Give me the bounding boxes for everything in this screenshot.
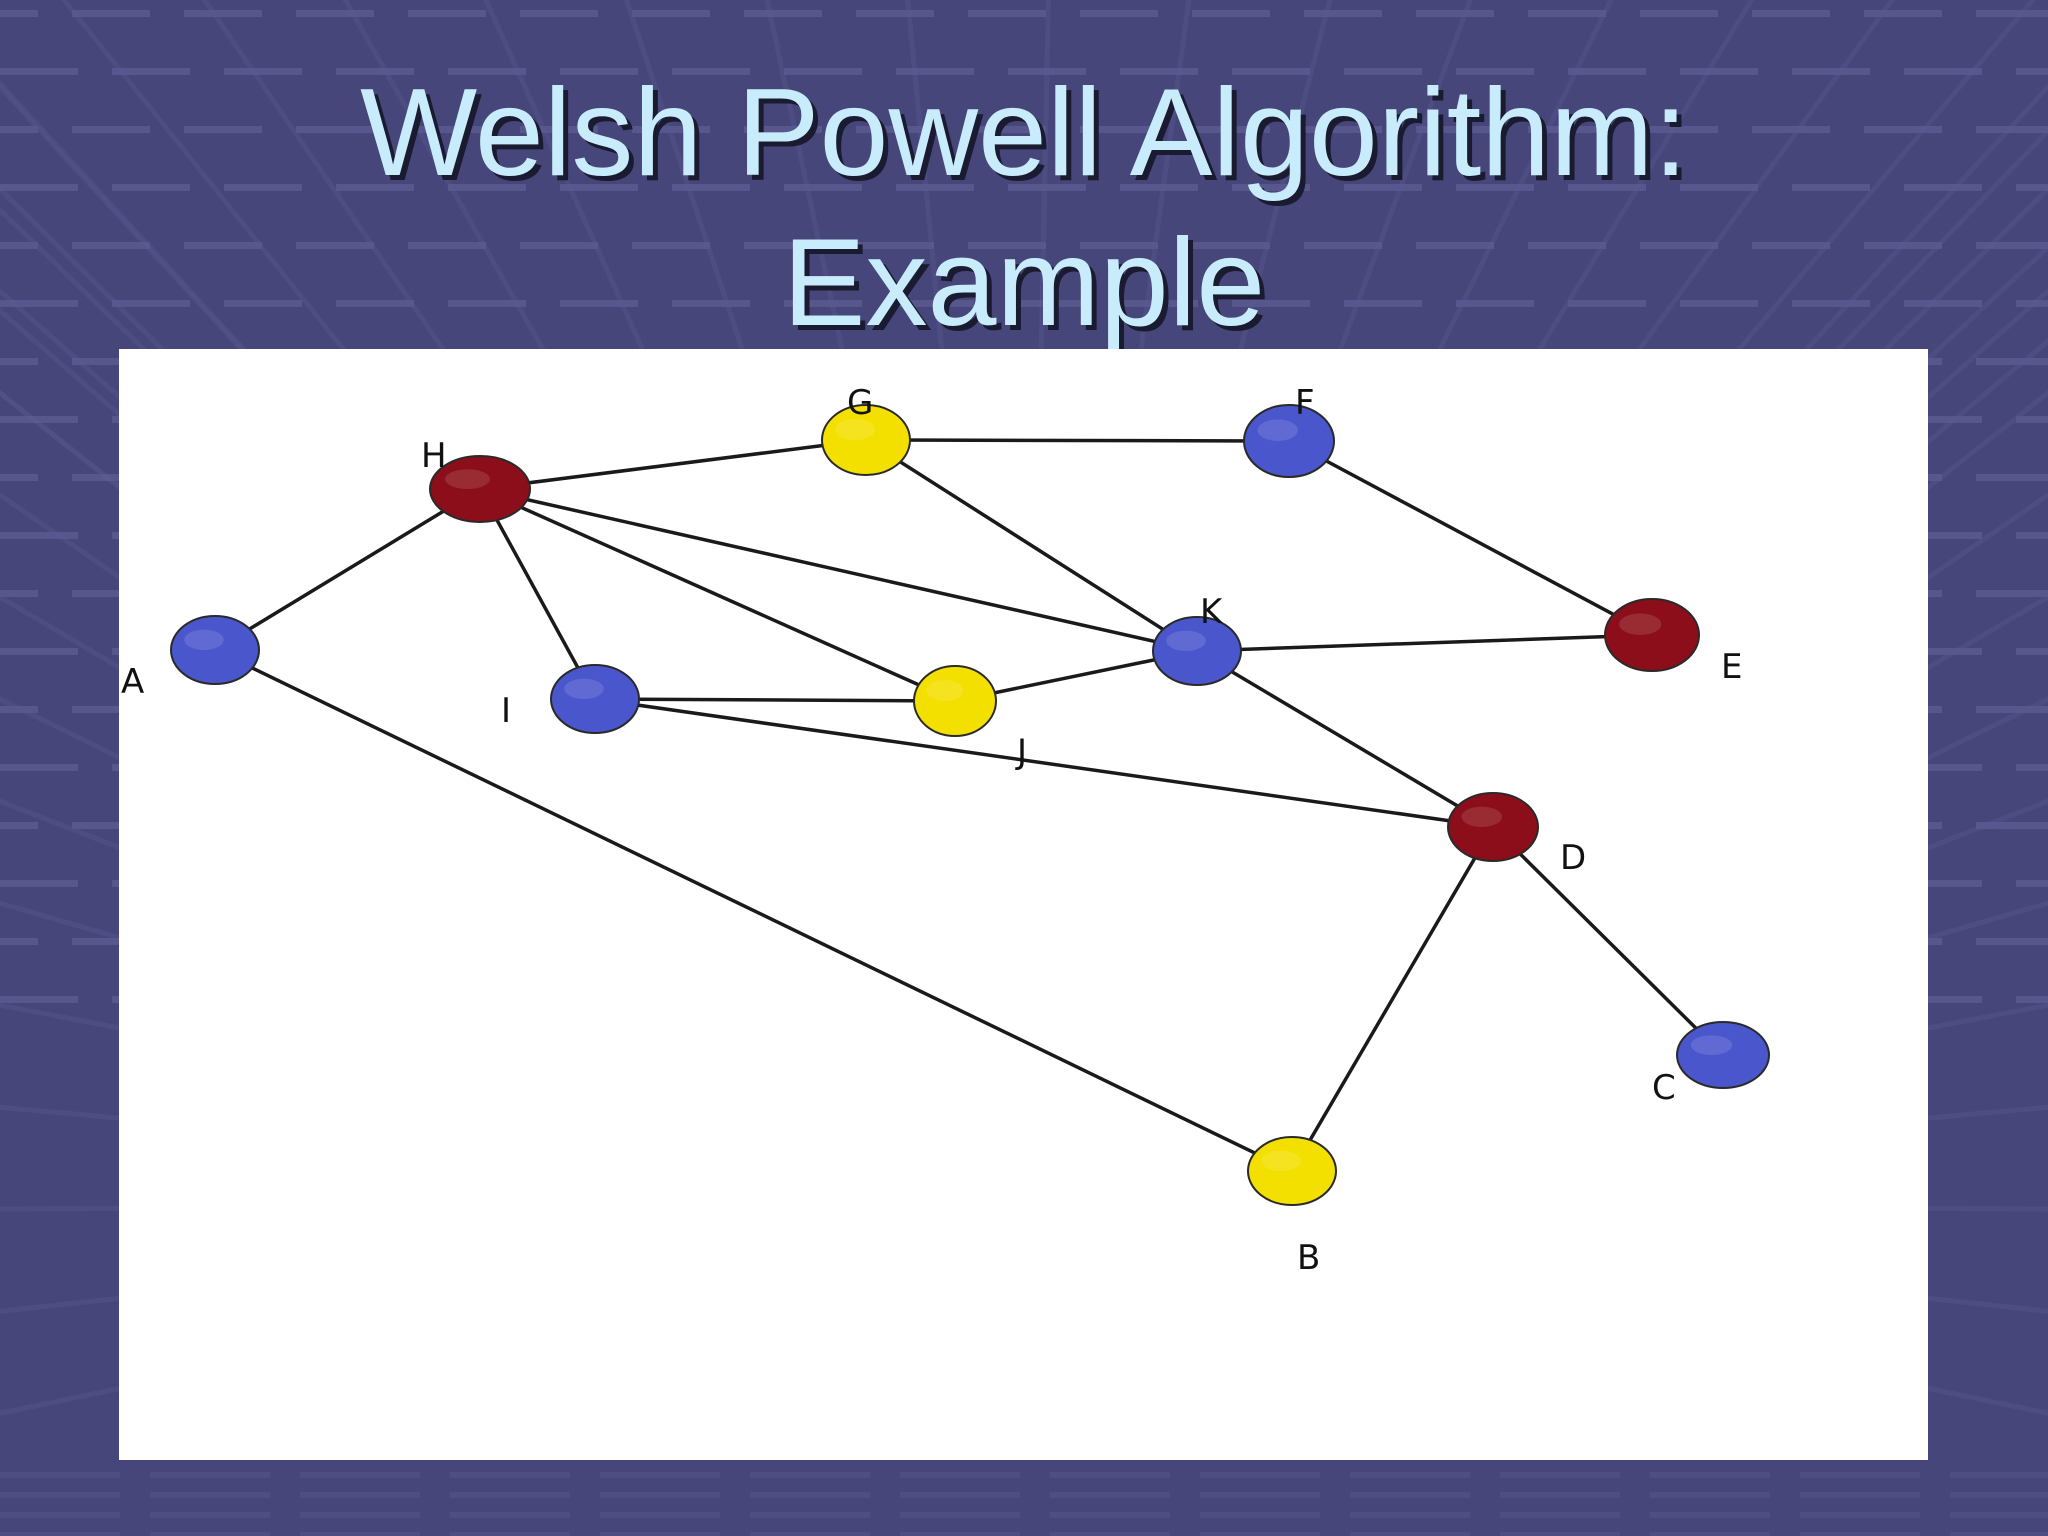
edge-b-d <box>1290 826 1495 1172</box>
slide-title: Welsh Powell Algorithm: Example <box>0 58 2048 358</box>
node-a-circle <box>170 615 260 685</box>
edge-h-g <box>479 438 867 491</box>
node-g: G <box>821 383 911 476</box>
node-g-circle <box>821 404 911 476</box>
edge-h-i <box>478 488 597 700</box>
node-d-label: D <box>1560 838 1586 878</box>
graph-diagram-panel: A B C D E F G H I J K <box>119 349 1928 1460</box>
node-i-circle <box>550 664 640 734</box>
node-j-label: J <box>1015 732 1027 772</box>
edge-d-c <box>1491 825 1725 1057</box>
edge-layer <box>214 438 1725 1173</box>
edge-h-j <box>479 487 956 703</box>
node-k-circle <box>1152 616 1242 686</box>
node-c-label: C <box>1652 1068 1676 1108</box>
node-i-highlight <box>564 678 604 699</box>
edge-g-k <box>865 438 1198 653</box>
node-a: A <box>121 615 260 702</box>
edge-h-k <box>479 487 1198 653</box>
node-c-highlight <box>1690 1035 1733 1055</box>
node-d-circle <box>1447 792 1539 862</box>
node-f-circle <box>1243 404 1335 478</box>
slide-title-line-2: Example <box>782 214 1266 352</box>
node-a-label: A <box>121 662 144 702</box>
edge-a-b <box>214 648 1293 1173</box>
node-h-label: H <box>421 436 447 476</box>
node-g-label: G <box>847 383 873 423</box>
edge-k-e <box>1196 633 1653 653</box>
edge-k-d <box>1196 649 1494 829</box>
node-b-highlight <box>1261 1150 1301 1171</box>
node-f: F <box>1243 383 1335 478</box>
node-j: J <box>913 665 1027 772</box>
node-k: K <box>1152 592 1242 686</box>
edge-f-e <box>1288 439 1653 637</box>
node-g-highlight <box>835 419 875 440</box>
edge-i-d <box>594 697 1494 829</box>
edge-g-f <box>865 438 1290 443</box>
node-i-label: I <box>501 691 511 731</box>
node-d-highlight <box>1461 806 1502 827</box>
node-f-label: F <box>1295 383 1315 423</box>
node-i: I <box>501 664 640 734</box>
node-j-highlight <box>926 680 964 701</box>
node-j-circle <box>913 665 997 737</box>
node-h: H <box>421 436 531 523</box>
node-e-label: E <box>1721 647 1742 687</box>
node-a-highlight <box>184 629 224 650</box>
node-k-label: K <box>1200 592 1224 632</box>
node-h-highlight <box>445 469 490 489</box>
node-d: D <box>1447 792 1586 878</box>
node-layer: A B C D E F G H I J K <box>121 383 1770 1278</box>
node-f-highlight <box>1257 419 1298 441</box>
node-c-circle <box>1676 1021 1770 1089</box>
node-b-label: B <box>1297 1238 1320 1278</box>
node-e: E <box>1604 598 1742 687</box>
slide-title-line-1: Welsh Powell Algorithm: <box>360 64 1688 202</box>
node-h-circle <box>429 455 531 523</box>
edge-h-a <box>214 487 481 652</box>
node-e-highlight <box>1619 613 1662 635</box>
node-e-circle <box>1604 598 1700 672</box>
node-b-circle <box>1247 1136 1337 1206</box>
graph-coloring-diagram: A B C D E F G H I J K <box>121 383 1770 1278</box>
edge-i-j <box>594 697 956 703</box>
node-c: C <box>1652 1021 1770 1108</box>
node-k-highlight <box>1166 630 1206 651</box>
node-b: B <box>1247 1136 1337 1278</box>
